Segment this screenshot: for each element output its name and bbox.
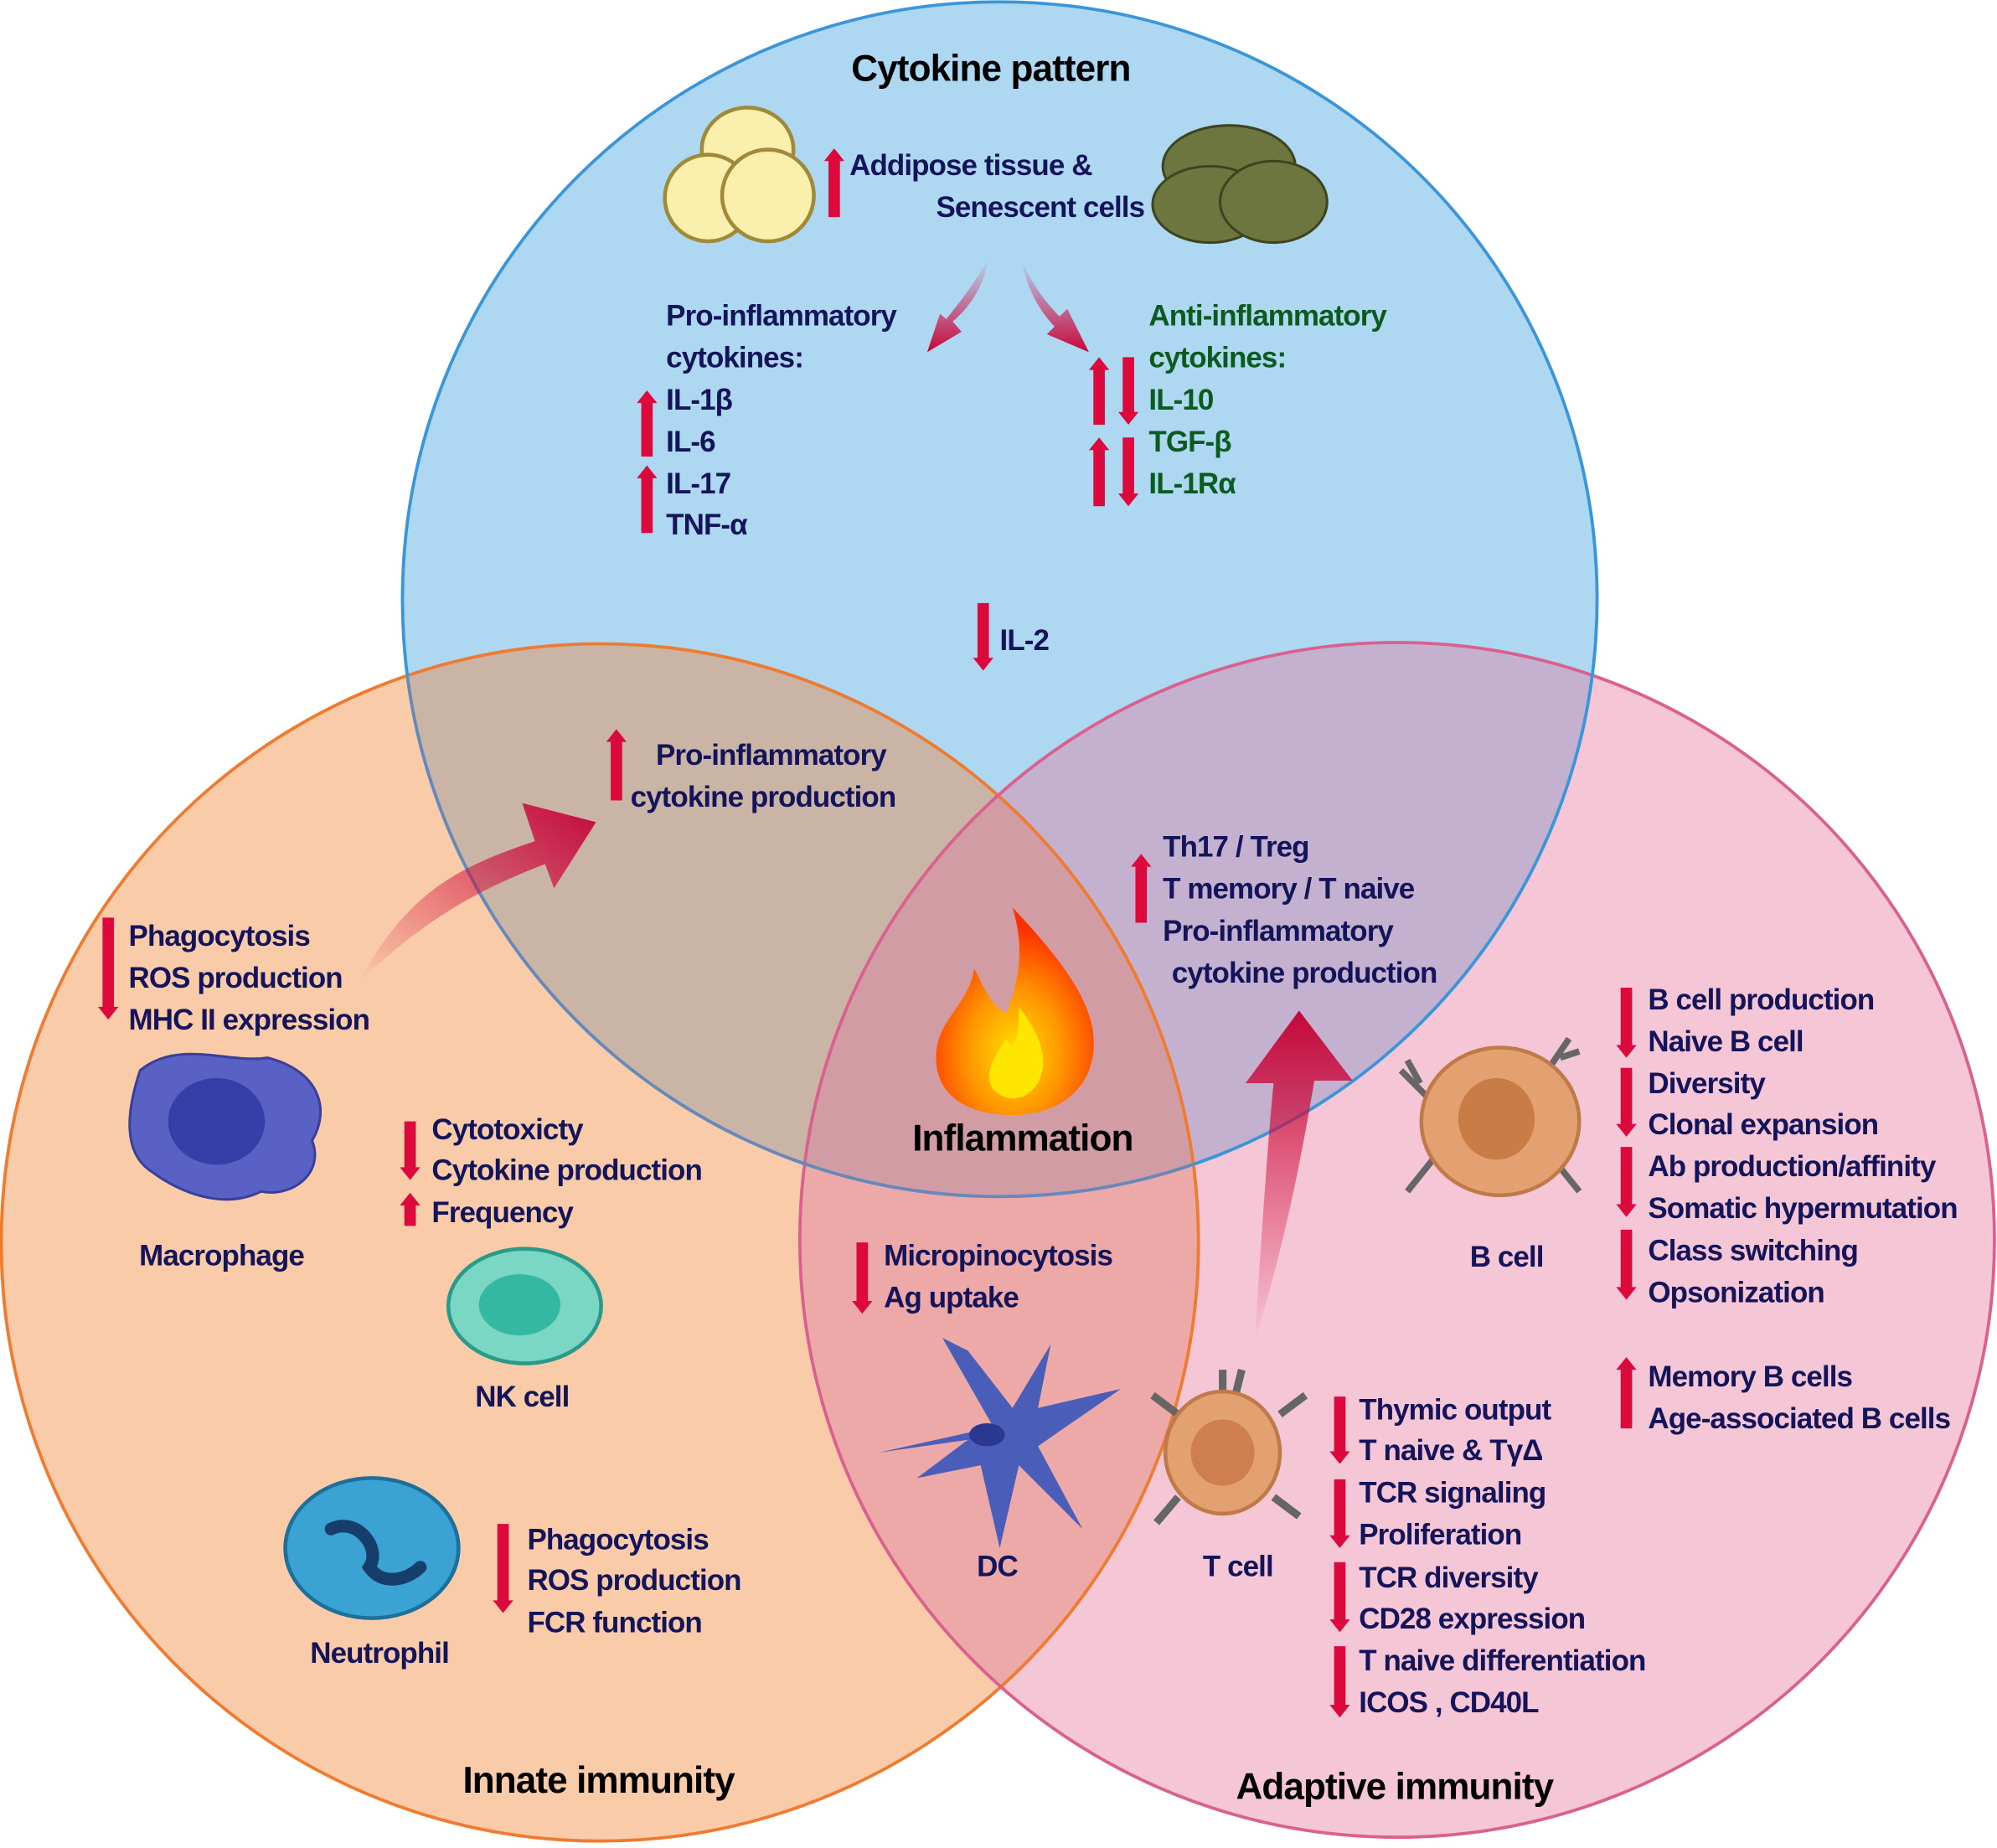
- cytokine-item: IL-10: [1148, 384, 1213, 416]
- nk-effect: Cytokine production: [431, 1154, 702, 1187]
- neutrophil-effect: ROS production: [527, 1564, 740, 1597]
- pro-inflammatory-header: cytokines:: [666, 342, 803, 374]
- decrease-arrow-icon: [1329, 1396, 1350, 1464]
- adaptive-to-cytokine-arrow: [1245, 1010, 1353, 1341]
- overlap-text: cytokine production: [1172, 957, 1437, 989]
- decrease-arrow-icon: [973, 602, 993, 671]
- t-cell-effect: ICOS , CD40L: [1359, 1686, 1539, 1719]
- nk-cell-icon: [446, 1247, 603, 1365]
- b-cell-effect: Ab production/affinity: [1648, 1150, 1936, 1183]
- to-anti-inflammatory-arrow: [1021, 259, 1089, 353]
- neutrophil-icon: [283, 1476, 461, 1620]
- increase-arrow-icon: [637, 390, 658, 457]
- inflammation-label: Inflammation: [912, 1118, 1133, 1159]
- senescent-cells-icon: [1151, 124, 1329, 245]
- b-cell-effect: Class switching: [1648, 1234, 1857, 1267]
- dc-effect: Ag uptake: [884, 1282, 1019, 1314]
- t-cell-effect: CD28 expression: [1359, 1603, 1585, 1635]
- macrophage-icon: [128, 1052, 323, 1201]
- decrease-arrow-icon: [493, 1524, 513, 1613]
- overlap-text: cytokine production: [631, 781, 896, 813]
- to-pro-inflammatory-arrow: [926, 259, 988, 353]
- increase-arrow-icon: [1088, 357, 1110, 425]
- dc-label: DC: [977, 1550, 1018, 1582]
- b-cell-label: B cell: [1470, 1241, 1544, 1273]
- cytokine-pattern-title: Cytokine pattern: [851, 48, 1130, 89]
- b-cell-effect: Opsonization: [1648, 1277, 1824, 1309]
- decrease-arrow-icon: [1329, 1479, 1350, 1548]
- decrease-arrow-icon: [1117, 357, 1139, 425]
- increase-arrow-icon: [400, 1192, 421, 1226]
- cytokine-item: TNF-α: [666, 508, 748, 541]
- t-cell-effect: Thymic output: [1359, 1393, 1551, 1426]
- macrophage-effect: MHC II expression: [129, 1004, 370, 1036]
- macrophage-effect: Phagocytosis: [129, 920, 310, 952]
- adaptive-immunity-title: Adaptive immunity: [1236, 1767, 1554, 1808]
- decrease-arrow-icon: [1117, 437, 1139, 507]
- b-cell-effect: Clonal expansion: [1648, 1108, 1878, 1141]
- decrease-arrow-icon: [852, 1242, 873, 1314]
- cytokine-item: IL-1β: [666, 384, 732, 416]
- decrease-arrow-icon: [98, 917, 119, 1020]
- t-cell-effect: T naive & TγΔ: [1359, 1434, 1542, 1467]
- nk-cell-label: NK cell: [475, 1381, 569, 1413]
- t-cell-effect: TCR signaling: [1359, 1476, 1545, 1509]
- neutrophil-effect: Phagocytosis: [527, 1524, 708, 1556]
- dendritic-cell-icon: [879, 1338, 1121, 1548]
- b-cell-icon: [1398, 1036, 1582, 1198]
- b-cell-effect: Somatic hypermutation: [1648, 1192, 1957, 1225]
- innate-immunity-title: Innate immunity: [462, 1760, 735, 1801]
- source-line: Senescent cells: [937, 191, 1145, 224]
- il2-label: IL-2: [1000, 624, 1050, 657]
- overlap-text: Pro-inflammatory: [1163, 915, 1394, 947]
- decrease-arrow-icon: [1616, 1147, 1637, 1217]
- overlap-text: Pro-inflammatory: [656, 739, 887, 772]
- change-arrows: [98, 148, 1637, 1718]
- increase-arrow-icon: [1131, 854, 1152, 923]
- adipose-cells-icon: [663, 106, 816, 244]
- overlap-text: Th17 / Treg: [1163, 830, 1309, 863]
- nk-effect: Frequency: [431, 1196, 574, 1229]
- decrease-arrow-icon: [1616, 1067, 1637, 1137]
- t-cell-effect: T naive differentiation: [1359, 1644, 1645, 1677]
- cytokine-item: IL-1Rα: [1148, 467, 1236, 500]
- b-cell-effect-up: Memory B cells: [1648, 1360, 1852, 1393]
- cytokine-item: IL-6: [666, 426, 715, 458]
- innate-to-cytokine-arrow: [359, 803, 596, 982]
- increase-arrow-icon: [637, 465, 658, 534]
- t-cell-icon: [1150, 1369, 1308, 1525]
- macrophage-effect: ROS production: [129, 962, 343, 994]
- decrease-arrow-icon: [1616, 1229, 1637, 1300]
- source-line: Addipose tissue &: [849, 149, 1092, 182]
- cytokine-item: IL-17: [666, 467, 730, 500]
- t-cell-effect: TCR diversity: [1359, 1562, 1539, 1594]
- b-cell-effect: Diversity: [1648, 1067, 1766, 1100]
- decrease-arrow-icon: [400, 1121, 421, 1180]
- decrease-arrow-icon: [1616, 988, 1637, 1058]
- dc-effect: Micropinocytosis: [884, 1239, 1112, 1272]
- anti-inflammatory-header: Anti-inflammatory: [1148, 299, 1387, 332]
- b-cell-effect: B cell production: [1648, 983, 1874, 1016]
- neutrophil-label: Neutrophil: [310, 1637, 449, 1670]
- neutrophil-effect: FCR function: [527, 1606, 701, 1639]
- fire-icon: [936, 907, 1094, 1116]
- pro-inflammatory-header: Pro-inflammatory: [666, 299, 897, 332]
- increase-arrow-icon: [606, 729, 627, 801]
- t-cell-effect: Proliferation: [1359, 1518, 1521, 1551]
- b-cell-effect: Naive B cell: [1648, 1025, 1803, 1058]
- macrophage-label: Macrophage: [139, 1239, 304, 1272]
- cytokine-item: TGF-β: [1148, 426, 1231, 458]
- t-cell-label: T cell: [1203, 1550, 1273, 1582]
- increase-arrow-icon: [1616, 1356, 1637, 1429]
- increase-arrow-icon: [823, 148, 845, 218]
- nk-effect: Cytotoxicty: [431, 1113, 584, 1146]
- b-cell-effect-up: Age-associated B cells: [1648, 1402, 1950, 1435]
- anti-inflammatory-header: cytokines:: [1148, 342, 1286, 374]
- decrease-arrow-icon: [1329, 1646, 1350, 1718]
- decrease-arrow-icon: [1329, 1562, 1350, 1633]
- overlap-text: T memory / T naive: [1163, 873, 1415, 906]
- increase-arrow-icon: [1088, 437, 1110, 507]
